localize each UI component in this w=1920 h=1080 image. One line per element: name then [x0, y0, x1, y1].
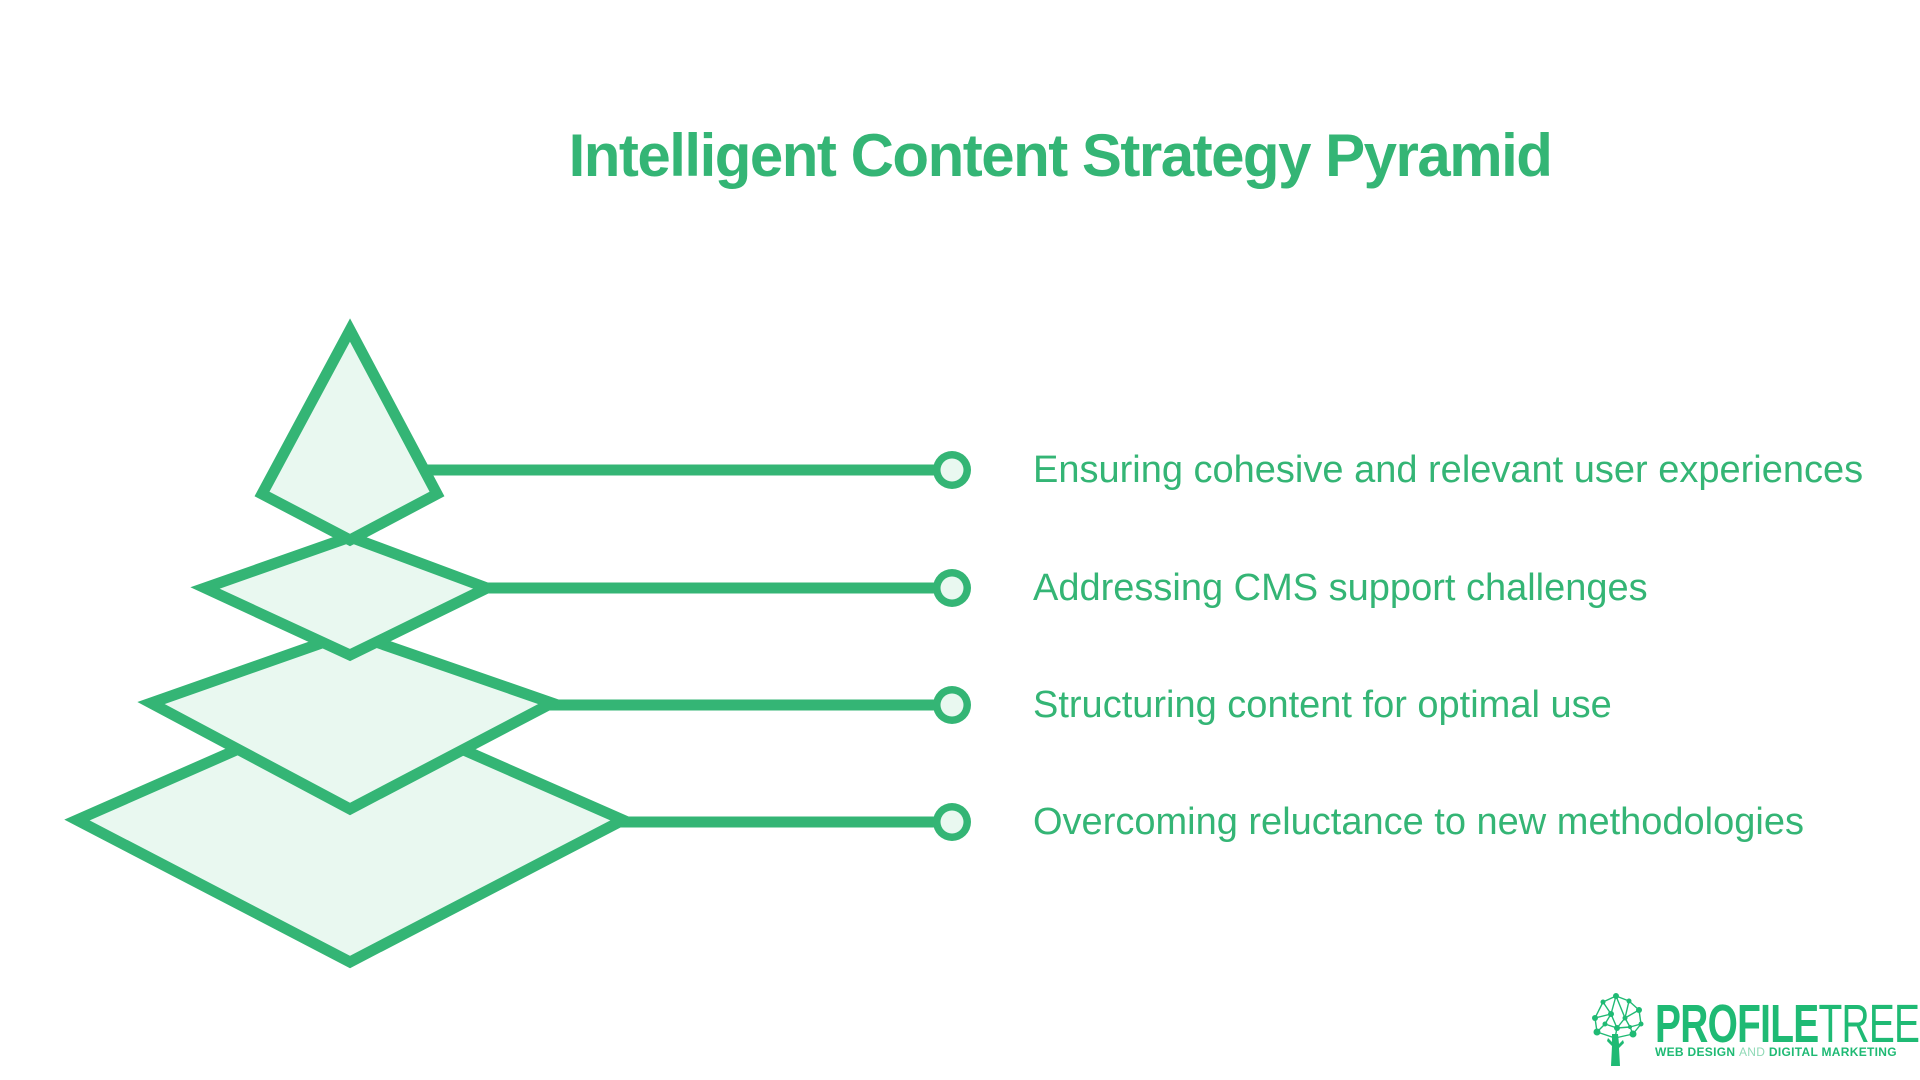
level-2-label: Addressing CMS support challenges: [1033, 567, 1648, 609]
pyramid-level-3-shape: [137, 627, 566, 816]
tagline-lead: WEB DESIGN: [1655, 1044, 1736, 1059]
pyramid-level-1-shape: [254, 318, 445, 547]
connector-ring-3: [933, 686, 971, 724]
pyramid-level-2-shape: [190, 531, 501, 662]
tagline-tail: DIGITAL MARKETING: [1768, 1044, 1897, 1059]
connector-ring-4: [933, 803, 971, 841]
pyramid-level-4-shape: [64, 693, 636, 969]
page-title: Intelligent Content Strategy Pyramid: [568, 122, 1553, 189]
logo-brand-secondary: TREE: [1818, 994, 1920, 1054]
network-tree-icon: [1592, 993, 1644, 1066]
logo-brand-primary: PROFILE: [1655, 994, 1819, 1054]
logo-text: PROFILETREE WEB DESIGN AND DIGITAL MARKE…: [1655, 997, 1920, 1059]
tagline-and: AND: [1738, 1044, 1766, 1059]
connector-ring-2: [933, 569, 971, 607]
level-4-label: Overcoming reluctance to new methodologi…: [1033, 801, 1804, 843]
level-1-label: Ensuring cohesive and relevant user expe…: [1033, 449, 1864, 491]
level-3-label: Structuring content for optimal use: [1033, 684, 1612, 726]
logo-wordmark: PROFILETREE: [1655, 997, 1920, 1051]
logo-tagline: WEB DESIGN AND DIGITAL MARKETING: [1655, 1045, 1920, 1059]
connector-ring-1: [933, 451, 971, 489]
profiletree-logo: PROFILETREE WEB DESIGN AND DIGITAL MARKE…: [1583, 988, 1920, 1068]
